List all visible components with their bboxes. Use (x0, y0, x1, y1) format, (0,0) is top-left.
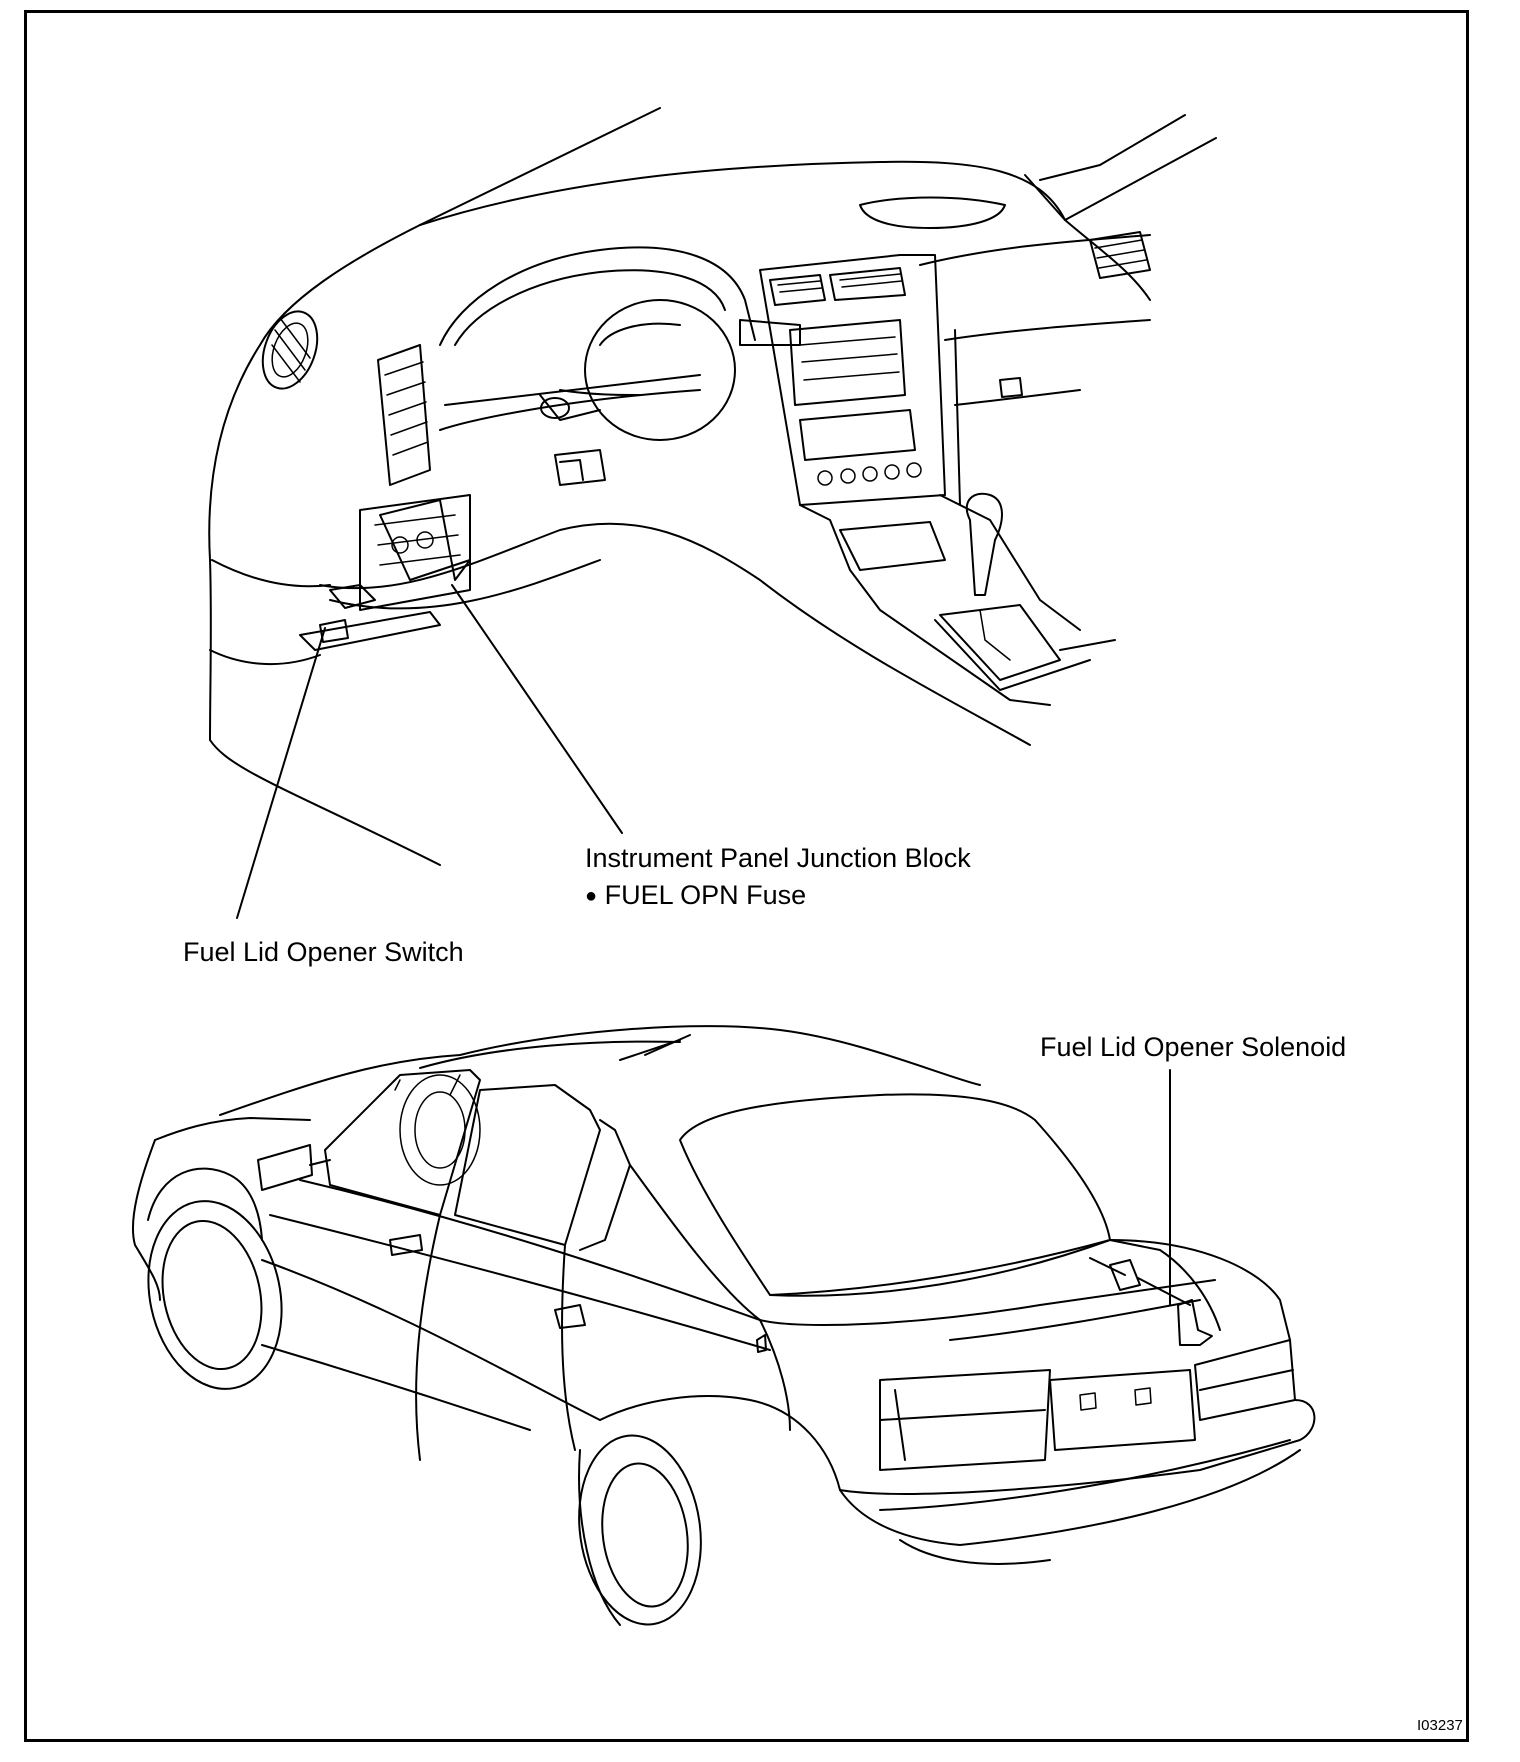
leader-junction (451, 584, 623, 834)
figure-frame (24, 10, 1469, 1742)
switch-label: Fuel Lid Opener Switch (183, 937, 464, 967)
bullet-icon: ● (585, 885, 598, 907)
car-rear-illustration (131, 1025, 1316, 1626)
junction-block-label: Instrument Panel Junction Block (585, 843, 971, 873)
figure-code: I03237 (1417, 1717, 1463, 1734)
dashboard-interior-illustration (208, 107, 1217, 919)
fuse-label: FUEL OPN Fuse (604, 880, 807, 910)
solenoid-label: Fuel Lid Opener Solenoid (1040, 1032, 1347, 1062)
leader-switch (236, 627, 326, 919)
fuse-line: ● FUEL OPN Fuse (585, 880, 806, 911)
